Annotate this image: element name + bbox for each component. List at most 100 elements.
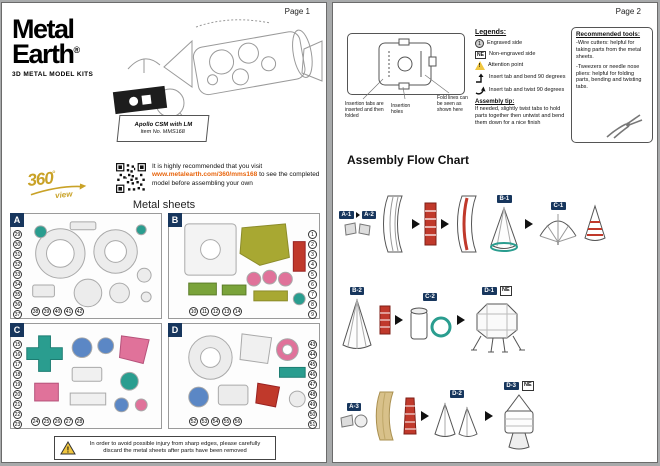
tools-title: Recommended tools: <box>576 31 641 38</box>
step-badge: D-3 <box>503 381 519 391</box>
part-number: 39 <box>42 307 51 316</box>
badge-360-view: 360° view <box>26 163 105 205</box>
cones-group-icon <box>434 402 478 438</box>
assembly-tip-text: If needed, slightly twist tabs to hold p… <box>475 106 565 126</box>
part-number: 27 <box>64 417 73 426</box>
part-number: 6 <box>308 280 317 289</box>
flat-parts-icon <box>340 414 368 428</box>
flow-step-group: C-2 <box>407 292 453 348</box>
legend-twist: Insert tab and twist 90 degrees <box>475 85 567 95</box>
sheet-b-label: B <box>168 213 182 227</box>
flow-step-group: A-1 A-2 <box>339 210 377 238</box>
warning-text: In order to avoid possible injury from s… <box>89 440 261 454</box>
striped-cone-icon <box>584 204 606 241</box>
assembly-flow-chart-title: Assembly Flow Chart <box>347 153 470 167</box>
brand-logo: Metal Earth® 3D METAL MODEL KITS <box>12 16 93 78</box>
model-name: Apollo CSM with LM <box>134 122 193 128</box>
flow-row-2: B-2 C-2 D-1 NE <box>339 275 654 365</box>
flow-arrow-icon <box>441 219 450 229</box>
legends-title: Legends: <box>475 29 507 36</box>
legend-non-engraved: NE Non-engraved side <box>475 50 536 59</box>
part-number: 28 <box>75 417 84 426</box>
legend-diagram-art <box>362 38 450 100</box>
plate-logo-square <box>141 94 152 105</box>
plate-logo-dot <box>128 95 139 106</box>
part-number: 52 <box>189 417 198 426</box>
part-number: 38 <box>31 307 40 316</box>
safety-warning: ! In order to avoid possible injury from… <box>54 436 276 460</box>
flow-arrow-icon <box>457 315 465 325</box>
recommended-tools-panel: Recommended tools: -Wire cutters: helpfu… <box>571 27 653 143</box>
step-badge: C-2 <box>422 292 438 302</box>
legend-bend: Insert tab and bend 90 degrees <box>475 73 567 83</box>
recommendation-outro: to see the completed model before assemb… <box>152 171 320 187</box>
bend-arrow-icon <box>476 73 484 83</box>
part-number: 47 <box>308 380 317 389</box>
flow-arrow-icon <box>395 315 403 325</box>
cylinder-ring-icon <box>410 307 452 340</box>
part-number: 12 <box>211 307 220 316</box>
part-number: 14 <box>233 307 242 316</box>
part-number: 34 <box>13 280 22 289</box>
part-number: 42 <box>75 307 84 316</box>
sheet-b-art <box>184 223 306 306</box>
page-1: Page 1 Metal Earth® 3D METAL MODEL KITS <box>1 2 327 463</box>
part-number: 53 <box>200 417 209 426</box>
non-engraved-side-icon: NE <box>475 50 486 59</box>
recommendation-intro: It is highly recommended that you visit <box>152 163 263 170</box>
part-number: 4 <box>308 260 317 269</box>
part-number: 41 <box>64 307 73 316</box>
legend-engraved: 1 Engraved side <box>475 39 567 48</box>
brand-line2: Earth <box>12 38 75 69</box>
step-badge: A-3 <box>346 402 362 412</box>
pliers-icon <box>606 114 643 139</box>
step-badge: D-1 <box>481 286 497 296</box>
part-number: 20 <box>13 390 22 399</box>
sheet-c-art <box>26 335 150 413</box>
metal-sheets-title: Metal sheets <box>132 199 196 211</box>
badge-360-number: 360 <box>26 168 54 190</box>
legend-attention: ! Attention point <box>475 61 567 70</box>
part-number: 30 <box>13 240 22 249</box>
sheet-a-art <box>32 221 152 308</box>
part-number: 50 <box>308 410 317 419</box>
part-number: 44 <box>308 350 317 359</box>
red-striped-part-icon <box>403 397 417 435</box>
step-badge: A-2 <box>361 210 377 220</box>
part-number: 15 <box>13 340 22 349</box>
assembly-tip-title: Assembly tip: <box>475 99 515 105</box>
part-number: 18 <box>13 370 22 379</box>
part-number: 23 <box>13 420 22 429</box>
flow-row-3: A-3 D-2 D-3 NE <box>339 371 654 461</box>
caption-fold-lines: Fold lines can be seen as shown here <box>437 95 468 113</box>
attention-point-icon: ! <box>475 61 485 70</box>
part-number: 10 <box>189 307 198 316</box>
part-number: 24 <box>31 417 40 426</box>
swoosh-icon <box>30 183 87 196</box>
flow-step-group: A-3 <box>339 402 369 430</box>
sheet-d-label: D <box>168 323 182 337</box>
mini-arrow-icon <box>355 212 360 218</box>
red-part-icon <box>379 305 391 335</box>
flow-step-group: D-1 NE <box>469 286 525 353</box>
part-number: 46 <box>308 370 317 379</box>
part-number: 8 <box>308 300 317 309</box>
flow-step-group: B-2 <box>339 286 375 354</box>
tan-shell-icon <box>375 391 394 441</box>
part-number: 51 <box>308 420 317 429</box>
part-number: 36 <box>13 300 22 309</box>
sheet-d-art <box>188 333 306 408</box>
part-number: 25 <box>42 417 51 426</box>
part-number: 54 <box>211 417 220 426</box>
twist-arrow-icon <box>475 86 486 95</box>
part-number: 26 <box>53 417 62 426</box>
tool-tweezers: -Tweezers or needle nose pliers: helpful… <box>576 63 642 91</box>
part-number: 2 <box>308 240 317 249</box>
